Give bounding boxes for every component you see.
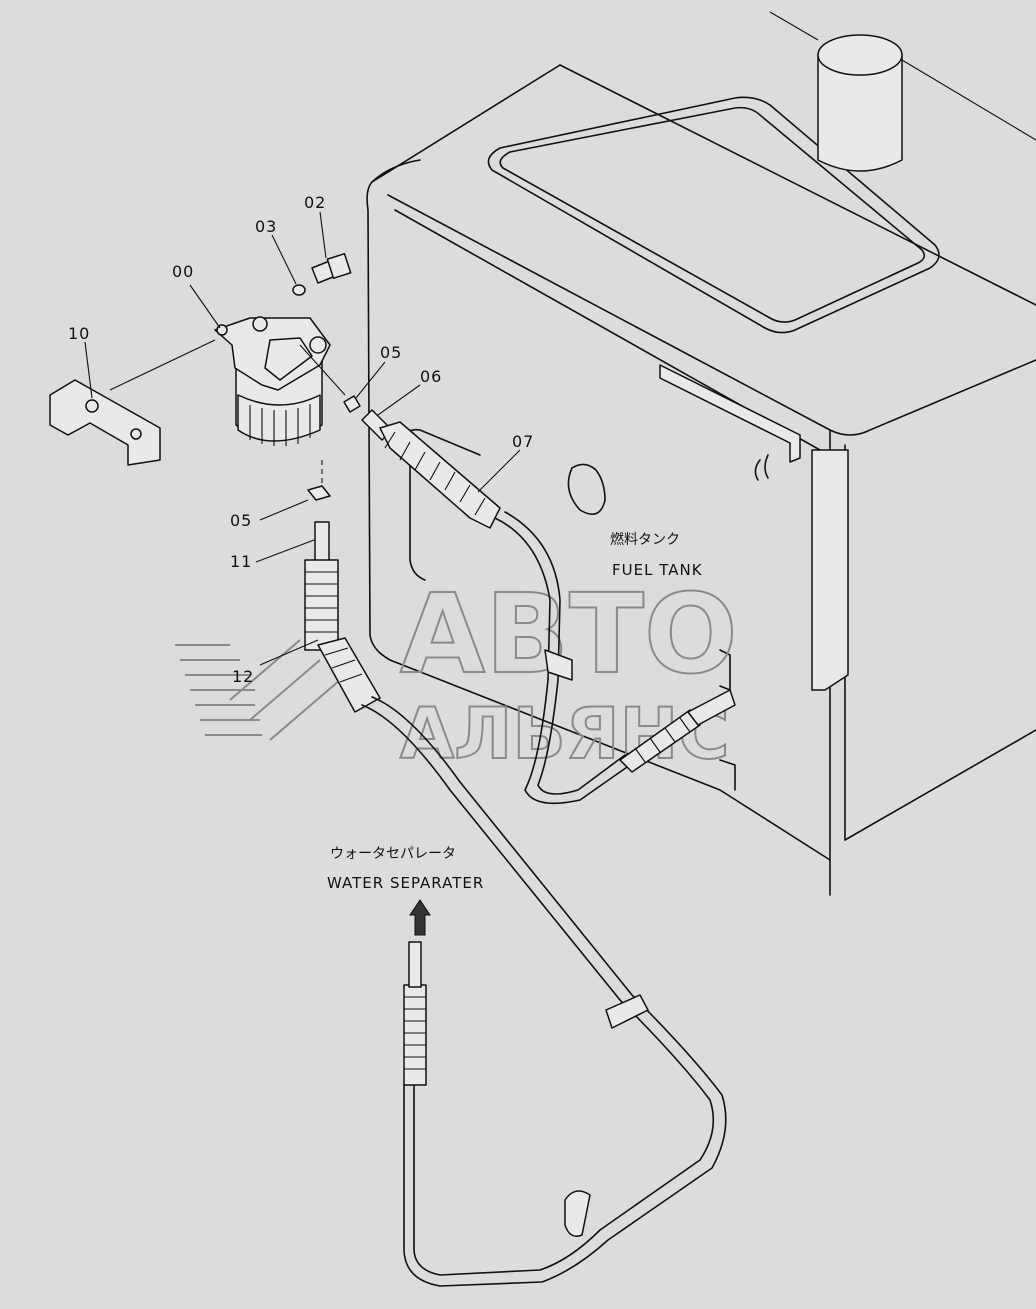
callout-10: 10 bbox=[68, 324, 90, 343]
washer bbox=[292, 284, 306, 296]
clip-upper bbox=[343, 395, 361, 413]
callout-05-upper: 05 bbox=[380, 343, 402, 362]
callout-00: 00 bbox=[172, 262, 194, 281]
leader-lines bbox=[84, 211, 521, 666]
water-separator-label-en: WATER SEPARATER bbox=[327, 874, 484, 892]
clip-lower bbox=[307, 485, 331, 501]
direction-arrow bbox=[409, 899, 431, 936]
callout-02: 02 bbox=[304, 193, 326, 212]
fuel-filter bbox=[214, 316, 331, 446]
fuel-tank bbox=[366, 11, 1036, 896]
fuel-tank-label-en: FUEL TANK bbox=[612, 561, 703, 579]
callout-11: 11 bbox=[230, 552, 252, 571]
callout-03: 03 bbox=[255, 217, 277, 236]
callouts: 00 02 03 05 05 06 07 10 11 12 bbox=[68, 193, 534, 686]
callout-05-lower: 05 bbox=[230, 511, 252, 530]
hose-return bbox=[304, 521, 727, 1287]
bolt bbox=[311, 252, 352, 284]
hose-feed bbox=[361, 409, 736, 805]
callout-07: 07 bbox=[512, 432, 534, 451]
water-separator-label-jp: ウォータセパレータ bbox=[330, 846, 456, 862]
callout-06: 06 bbox=[420, 367, 442, 386]
fuel-tank-label-jp: 燃料タンク bbox=[610, 531, 680, 548]
bracket bbox=[49, 379, 161, 466]
callout-12: 12 bbox=[232, 667, 254, 686]
